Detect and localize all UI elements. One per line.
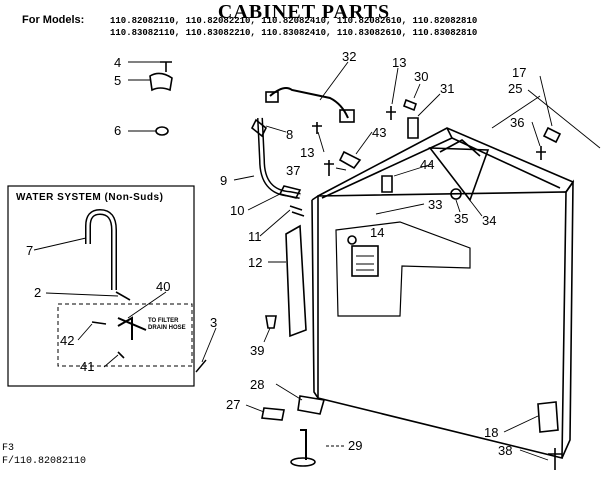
screw-14	[347, 235, 357, 245]
connector-32	[265, 91, 279, 103]
timer-switch	[351, 245, 379, 277]
callout-29: 29	[348, 438, 363, 453]
clamp-10	[278, 185, 302, 199]
cabinet-top-inner-edge	[446, 127, 561, 189]
tee-fitting-40	[117, 316, 147, 340]
callout-33: 33	[428, 197, 443, 212]
callout-32: 32	[342, 49, 357, 64]
callout-5: 5	[114, 73, 122, 88]
callout-13b: 13	[300, 145, 315, 160]
model-list-line-2: 110.83082110, 110.83082210, 110.83082410…	[110, 28, 478, 38]
bracket-28	[297, 395, 326, 415]
hose-7	[85, 208, 117, 290]
wire-harness-32	[269, 87, 349, 119]
callout-6: 6	[114, 123, 122, 138]
side-panel-12	[285, 224, 307, 338]
leveling-leg-29	[300, 429, 307, 460]
figure-code: F3	[2, 443, 15, 454]
bracket-18	[537, 401, 559, 433]
nut-35	[450, 188, 462, 200]
filter-kit-box	[57, 303, 193, 367]
callout-7: 7	[26, 243, 34, 258]
callout-2: 2	[34, 285, 42, 300]
screw-4	[160, 61, 172, 72]
callout-10: 10	[230, 203, 245, 218]
callout-17: 17	[512, 65, 527, 80]
callout-18: 18	[484, 425, 499, 440]
panel-cutout	[335, 221, 471, 317]
foot-29	[290, 457, 316, 467]
callout-25: 25	[508, 81, 523, 96]
water-system-title: WATER SYSTEM (Non-Suds)	[16, 192, 164, 203]
callout-8: 8	[286, 127, 294, 142]
bracket-3	[195, 359, 207, 373]
callout-43: 43	[372, 125, 387, 140]
callout-38: 38	[498, 443, 513, 458]
callout-34: 34	[482, 213, 497, 228]
bracket-43	[338, 150, 362, 170]
brace-top	[439, 139, 481, 157]
callout-35: 35	[454, 211, 469, 226]
screw-13a	[312, 122, 322, 134]
figure-reference: F/110.82082110	[2, 456, 87, 467]
screw-37	[324, 160, 334, 176]
part-2	[115, 291, 131, 301]
callout-27: 27	[226, 397, 241, 412]
callout-39: 39	[250, 343, 265, 358]
callout-36: 36	[510, 115, 525, 130]
model-list-line-1: 110.82082110, 110.82082210, 110.82082410…	[110, 16, 478, 26]
callout-11: 11	[248, 229, 262, 244]
grommet-6	[155, 126, 169, 136]
callout-14: 14	[370, 225, 385, 240]
callout-3: 3	[210, 315, 218, 330]
cabinet-left-flange	[311, 195, 319, 399]
clip-44	[381, 175, 393, 193]
triangle-brace	[428, 147, 490, 202]
callout-12: 12	[248, 255, 263, 270]
water-system-inset	[7, 185, 195, 387]
screws-11	[289, 205, 305, 217]
clip-30	[403, 98, 417, 112]
cabinet-front-panel	[317, 191, 567, 460]
callout-9: 9	[220, 173, 228, 188]
callout-28: 28	[250, 377, 265, 392]
callout-37: 37	[286, 163, 301, 178]
diagram-title: CABINET PARTS	[217, 1, 391, 23]
cabinet-side-edge	[561, 179, 574, 459]
callout-31: 31	[440, 81, 455, 96]
callout-40: 40	[156, 279, 171, 294]
screw-13b	[386, 106, 396, 120]
clamp-41	[117, 351, 125, 359]
sensor-31	[407, 117, 419, 139]
clip-5	[149, 72, 173, 92]
hinge-17	[542, 126, 562, 144]
callout-4: 4	[114, 55, 122, 70]
screw-36	[536, 146, 546, 160]
callout-30: 30	[414, 69, 429, 84]
callout-42: 42	[60, 333, 75, 348]
clip-27	[261, 407, 285, 421]
models-label: For Models:	[22, 14, 85, 26]
screw-39	[265, 315, 277, 329]
callout-41: 41	[80, 359, 95, 374]
cabinet-top-left-edge	[317, 127, 575, 197]
callout-44: 44	[420, 157, 435, 172]
screw-38	[548, 448, 562, 470]
filter-drain-note: TO FILTER DRAIN HOSE	[148, 318, 186, 331]
callout-13: 13	[392, 55, 407, 70]
screw-42	[91, 321, 107, 325]
clamp-8	[250, 118, 268, 138]
